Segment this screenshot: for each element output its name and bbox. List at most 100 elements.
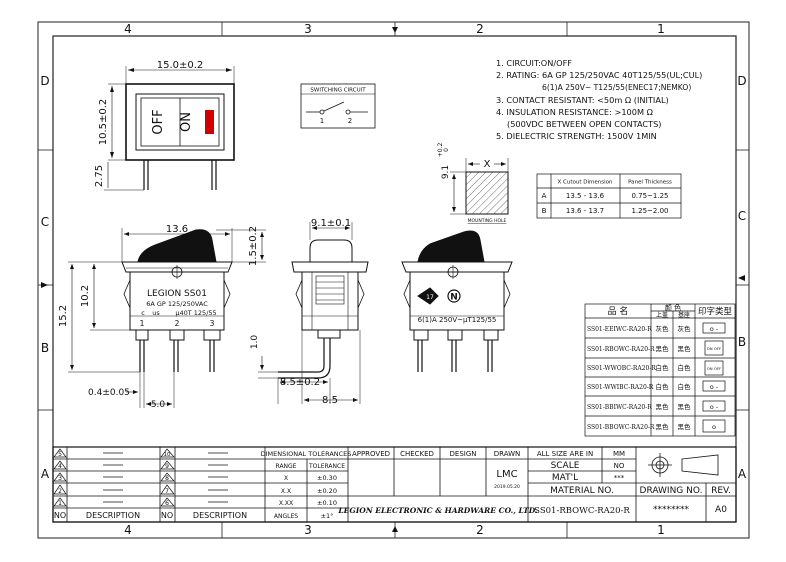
side-pin-2: 2	[175, 319, 180, 328]
side-brand: LEGION SS01	[147, 289, 207, 299]
product-rows: SS01-EEIWC-RA20-R 灰色 灰色 o - SS01-RBOWC-R…	[587, 322, 726, 433]
product-col-color-top: 上盖	[656, 311, 668, 319]
center-arrow-bottom	[392, 526, 398, 532]
product-row-base-color: 黑色	[678, 344, 692, 353]
rev-dashes	[103, 452, 228, 503]
rev-num-mid-4: 7	[165, 488, 169, 495]
rev-num-mid-1: 10	[164, 452, 171, 458]
print-type-icon	[702, 400, 726, 412]
title-block-grid	[52, 446, 737, 523]
drawn-by: LMC	[496, 469, 517, 480]
product-row-print: ON OFF	[707, 346, 721, 351]
product-row-base-color: 白色	[678, 382, 692, 391]
tol-title: DIMENSIONAL TOLERANCES	[261, 450, 352, 458]
product-row-print: o -	[710, 403, 719, 411]
center-arrow-right	[738, 275, 745, 281]
tol-head-range: RANGE	[276, 463, 297, 470]
projection-symbol-icon	[648, 453, 719, 477]
switching-pin-2: 2	[348, 117, 352, 125]
zone-top-3: 2	[476, 22, 484, 36]
end-lead-dim: 1.0	[250, 335, 260, 350]
product-row-print: o -	[710, 383, 719, 391]
side-total-height: 15.2	[58, 305, 69, 327]
product-col-name: 品 名	[608, 305, 629, 317]
company-name: LEGION ELECTRONIC & HARDWARE CO., LTD.	[337, 506, 538, 515]
zone-left-a: A	[41, 467, 50, 481]
tol-range-2: X.X	[281, 488, 291, 495]
product-row-name: SS01-BBOWC-RA20-R	[587, 424, 655, 431]
zone-right-d: D	[737, 74, 746, 88]
end-length-dim: 8.5	[322, 395, 338, 406]
rev-num-mid-5: 6	[165, 500, 169, 507]
end-arrows	[260, 226, 358, 402]
note-5: 5. DIELECTRIC STRENGTH: 1500V 1MIN	[496, 131, 657, 141]
front-label-off: OFF	[151, 109, 166, 134]
product-row-top-color: 灰色	[656, 324, 670, 333]
tol-range-3: X.XX	[279, 500, 293, 507]
rev-value: A0	[715, 505, 727, 515]
rev-num-mid-2: 9	[165, 463, 169, 470]
product-row-top-color: 黑色	[656, 344, 670, 353]
zone-bottom-2: 3	[304, 523, 312, 537]
cutout-row-a-x: 13.5 - 13.6	[566, 192, 605, 200]
zone-top-4: 1	[657, 22, 665, 36]
cutout-th-x: X Cutout Dimension	[558, 180, 614, 186]
cutout-row-b-t: 1.25~2.00	[631, 207, 668, 215]
drawing-no-label: DRAWING NO.	[640, 486, 703, 496]
zone-bottom-3: 2	[476, 523, 484, 537]
product-col-color: 颜 色	[665, 303, 681, 312]
side-rating-1: 6A GP 125/250VAC	[146, 300, 208, 308]
design-label: DESIGN	[450, 450, 477, 458]
cutout-th-panel: Panel Thickness	[628, 180, 672, 186]
note-2b: 6(1)A 250V~ T125/55(ENEC17;NEMKO)	[542, 83, 691, 92]
matl-value: ***	[614, 474, 625, 482]
product-col-color-base: 基座	[678, 311, 690, 319]
zone-left-c: C	[41, 215, 49, 229]
product-row-print: o -	[710, 325, 719, 333]
print-type-icon	[704, 360, 724, 376]
outer-frame	[37, 21, 750, 539]
side-lead-width: 0.4±0.05	[88, 388, 130, 398]
cutout-x-label: X	[484, 159, 491, 170]
product-row-name: SS01-EEIWC-RA20-R	[587, 326, 652, 333]
rear-mark-n: N	[450, 293, 458, 303]
product-row-top-color: 黑色	[656, 422, 670, 431]
front-width-dim: 15.0±0.2	[157, 60, 204, 71]
center-arrow-left	[41, 282, 48, 288]
product-row-base-color: 黑色	[678, 402, 692, 411]
front-view	[104, 66, 235, 191]
tol-head-tol: TOLERANCE	[308, 463, 345, 470]
switching-circuit	[300, 83, 376, 129]
side-body-height: 10.2	[80, 285, 91, 307]
zone-left-d: D	[40, 74, 49, 88]
cutout-row-b-id: B	[542, 207, 547, 215]
zone-bottom-1: 4	[124, 523, 132, 537]
product-row-base-color: 黑色	[678, 422, 692, 431]
product-row-print: o	[712, 423, 716, 431]
mounting-cutout	[450, 158, 509, 215]
rev-num-left-4: 2	[58, 488, 62, 495]
zone-right-a: A	[738, 467, 747, 481]
cutout-y-dim: 9.1	[441, 165, 451, 179]
side-pin-1: 1	[140, 319, 145, 328]
side-rating-c: c	[141, 309, 145, 317]
zone-top-1: 4	[124, 22, 132, 36]
drawn-date: 2019.05.20	[494, 484, 520, 490]
side-rocker-dim: 1.5±0.2	[248, 226, 259, 266]
rev-num-left-2: 4	[58, 463, 62, 470]
zone-top-2: 3	[304, 22, 312, 36]
cutout-row-a-t: 0.75~1.25	[631, 192, 668, 200]
cutout-y-tol-minus: 0	[443, 148, 450, 152]
side-view	[68, 228, 266, 408]
product-row-print: ON OFF	[707, 366, 721, 371]
note-2: 2. RATING: 6A GP 125/250VAC 40T125/55(UL…	[496, 70, 702, 80]
scale-value: NO	[614, 462, 625, 470]
note-3: 3. CONTACT RESISTANT: <50m Ω (INITIAL)	[496, 95, 669, 105]
rev-num-mid-3: 8	[165, 475, 169, 482]
rev-num-left-3: 3	[58, 475, 62, 482]
drawn-label: DRAWN	[494, 450, 521, 458]
product-row-base-color: 灰色	[678, 324, 692, 333]
rev-label: REV.	[711, 486, 731, 496]
front-lead-dim: 2.75	[94, 165, 105, 187]
